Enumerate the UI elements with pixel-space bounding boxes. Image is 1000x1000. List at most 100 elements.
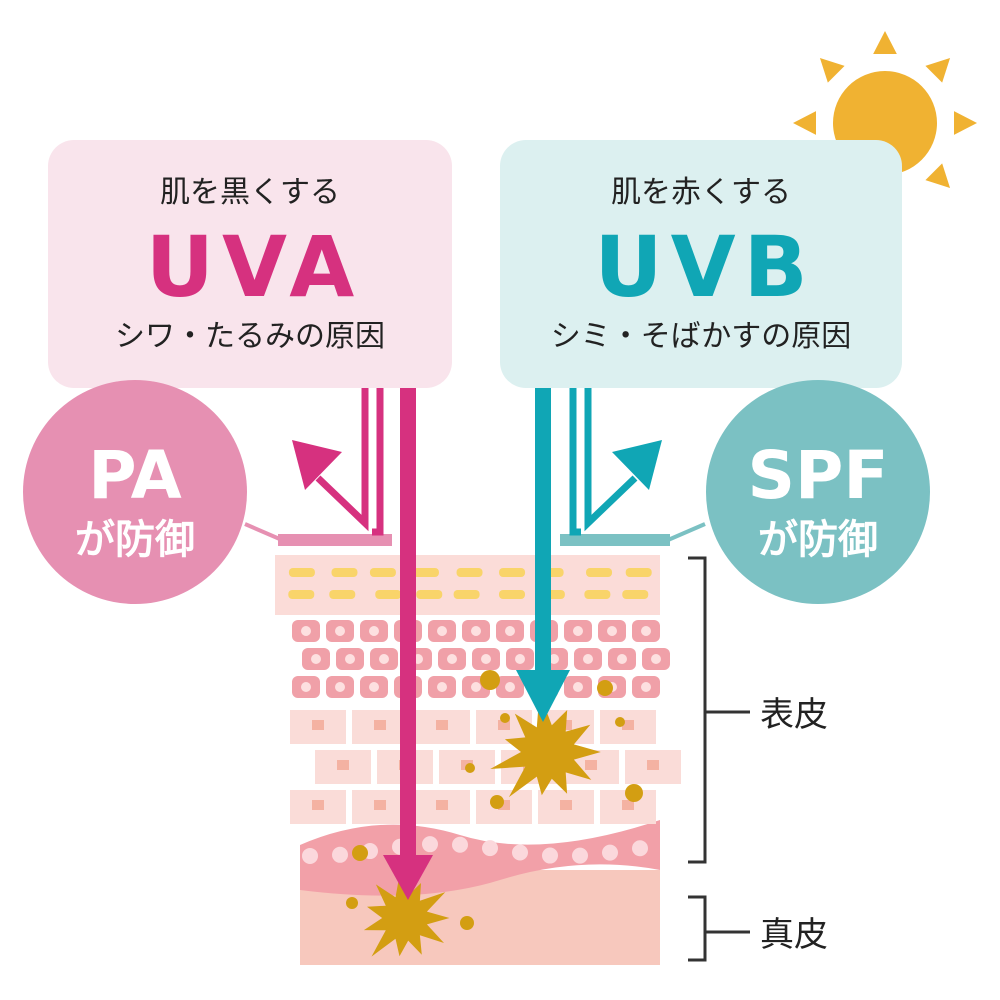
- keratin-cell: [329, 590, 356, 599]
- spf-caption: が防御: [758, 517, 878, 563]
- sun-ray: [873, 31, 897, 55]
- cell-nucleus: [481, 654, 491, 664]
- dermis-bracket: [688, 895, 750, 962]
- cell-nucleus: [583, 654, 593, 664]
- cell-nucleus: [312, 800, 324, 810]
- basal-cell: [542, 847, 558, 864]
- melanin-dot: [460, 916, 474, 930]
- cell-nucleus: [335, 626, 345, 636]
- cell-nucleus: [515, 654, 525, 664]
- keratin-cell: [412, 568, 439, 577]
- cell-nucleus: [549, 654, 559, 664]
- keratin-cell: [584, 590, 611, 599]
- cell-nucleus: [436, 720, 448, 730]
- melanin-dot: [465, 763, 475, 773]
- cell-nucleus: [471, 682, 481, 692]
- cell-nucleus: [573, 626, 583, 636]
- cell-nucleus: [374, 800, 386, 810]
- cell-nucleus: [311, 654, 321, 664]
- keratin-cell: [288, 568, 315, 577]
- basal-cell: [482, 840, 498, 857]
- cell-nucleus: [345, 654, 355, 664]
- cell-nucleus: [617, 654, 627, 664]
- melanin-dot: [346, 897, 358, 909]
- melanin-dot: [352, 845, 368, 861]
- uvb-title: UVB: [594, 218, 815, 316]
- sun-ray: [925, 163, 951, 189]
- keratin-cell: [369, 568, 396, 577]
- basal-cell: [302, 847, 318, 864]
- basal-cell: [512, 844, 528, 861]
- cell-nucleus: [498, 720, 510, 730]
- uvb-cause: シミ・そばかすの原因: [551, 319, 852, 354]
- uvb-box: [500, 140, 902, 388]
- uva-subtitle: 肌を黒くする: [160, 175, 340, 210]
- keratin-cell: [288, 590, 315, 599]
- cell-nucleus: [585, 760, 597, 770]
- basal-cell: [572, 847, 588, 864]
- epidermis-bracket: [688, 556, 750, 864]
- cell-nucleus: [607, 626, 617, 636]
- cell-nucleus: [301, 682, 311, 692]
- dermis-label: 真皮: [760, 915, 828, 955]
- cell-nucleus: [437, 626, 447, 636]
- cell-nucleus: [641, 682, 651, 692]
- pa-shield-bar: [278, 534, 392, 546]
- pa-title: PA: [88, 437, 181, 514]
- cell-nucleus: [498, 800, 510, 810]
- cell-nucleus: [437, 682, 447, 692]
- sun-ray: [793, 111, 817, 135]
- cell-nucleus: [651, 654, 661, 664]
- uva-cause: シワ・たるみの原因: [115, 319, 385, 354]
- keratin-cell: [586, 568, 613, 577]
- sun-ray: [819, 57, 845, 83]
- cell-nucleus: [436, 800, 448, 810]
- cell-nucleus: [647, 760, 659, 770]
- melanin-dot: [490, 795, 504, 809]
- cell-nucleus: [337, 760, 349, 770]
- uvb-penetrating-arrowhead: [516, 670, 570, 722]
- cell-nucleus: [301, 626, 311, 636]
- keratin-cell: [499, 568, 526, 577]
- basal-cell: [452, 836, 468, 853]
- basal-cell: [422, 836, 438, 853]
- spf-shield-bar: [560, 534, 670, 546]
- keratin-cell: [625, 568, 652, 577]
- keratin-cell: [416, 590, 443, 599]
- pa-circle: [23, 380, 247, 604]
- basal-cell: [602, 844, 618, 861]
- cell-nucleus: [505, 626, 515, 636]
- skin-cross-section: [275, 555, 681, 965]
- cell-nucleus: [641, 626, 651, 636]
- cell-nucleus: [505, 682, 515, 692]
- cell-nucleus: [471, 626, 481, 636]
- epidermis-label: 表皮: [760, 695, 828, 735]
- melanin-spot: [490, 692, 601, 798]
- spf-title: SPF: [748, 437, 889, 514]
- uvb-reflected-arrowhead: [612, 440, 662, 490]
- uvb-penetrating-arrow: [535, 388, 551, 673]
- uva-reflected-arrow: [315, 388, 384, 536]
- sun-ray: [953, 111, 977, 135]
- keratin-cell: [622, 590, 649, 599]
- cell-nucleus: [447, 654, 457, 664]
- basal-cell: [332, 846, 348, 863]
- uva-reflected-arrowhead: [292, 440, 342, 490]
- cell-nucleus: [573, 682, 583, 692]
- melanin-dot: [480, 670, 500, 690]
- uva-penetrating-arrow: [400, 388, 416, 858]
- melanin-dot: [615, 717, 625, 727]
- cell-nucleus: [369, 682, 379, 692]
- pa-caption: が防御: [75, 517, 195, 563]
- cell-nucleus: [335, 682, 345, 692]
- melanin-dot: [625, 784, 643, 802]
- uva-penetrating-arrowhead: [383, 855, 433, 900]
- melanin-dot: [597, 680, 613, 696]
- basal-layer: [300, 820, 660, 896]
- cell-nucleus: [379, 654, 389, 664]
- keratin-cell: [331, 568, 358, 577]
- uva-box: [48, 140, 452, 388]
- uva-title: UVA: [146, 218, 363, 316]
- uvb-reflected-arrow: [569, 388, 638, 536]
